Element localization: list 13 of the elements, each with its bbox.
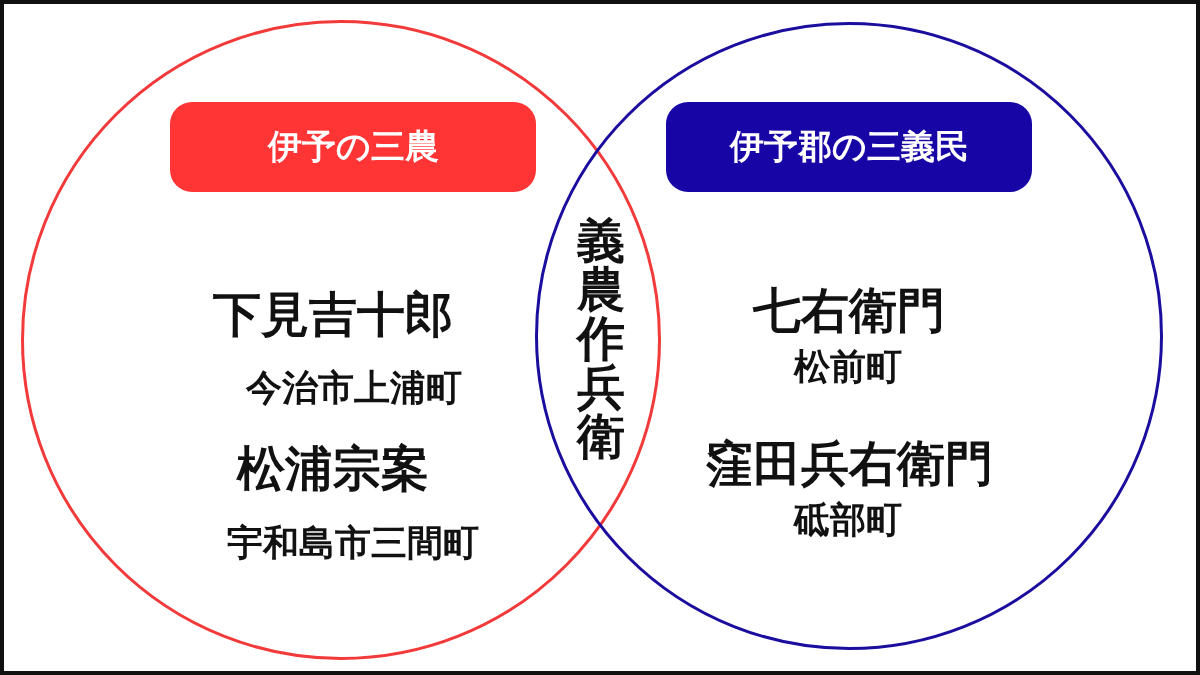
category-heading: 伊予郡の三義民	[666, 102, 1032, 192]
person-name: 窪田兵右衛門	[705, 439, 993, 487]
place-name: 宇和島市三間町	[227, 525, 479, 561]
venn-circle	[21, 20, 661, 660]
person-name: 七右衛門	[753, 286, 945, 334]
person-name: 下見吉十郎	[213, 290, 453, 338]
place-name: 松前町	[794, 349, 902, 385]
person-name: 義農作兵衛	[577, 215, 625, 461]
place-name: 砥部町	[794, 502, 902, 538]
person-name: 松浦宗案	[237, 444, 429, 492]
venn-circle	[535, 22, 1163, 650]
category-heading: 伊予の三農	[170, 102, 536, 192]
place-name: 今治市上浦町	[246, 370, 462, 406]
